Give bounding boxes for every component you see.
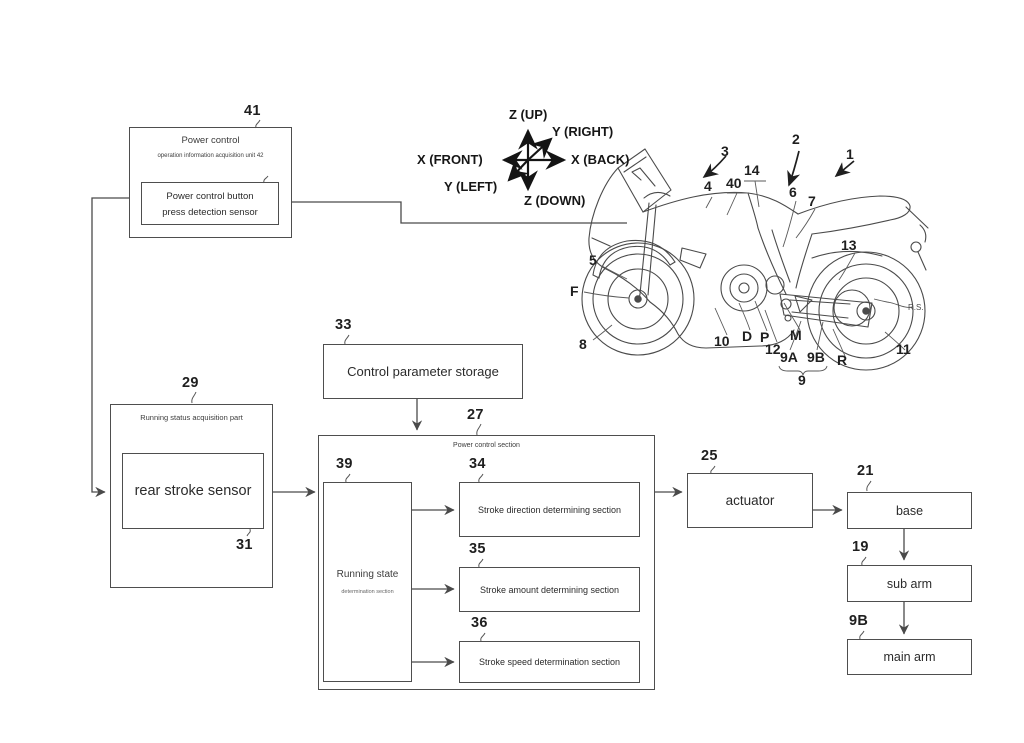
- running-status-title: Running status acquisition part: [111, 413, 272, 422]
- stroke-speed-label: Stroke speed determination section: [479, 657, 620, 667]
- stroke-direction-box: Stroke direction determining section: [459, 482, 640, 537]
- running-state-box: Running state determination section: [323, 482, 412, 682]
- part-label-10: 10: [714, 333, 730, 349]
- running-state-sublabel: determination section: [324, 589, 411, 595]
- part-label-F: F: [570, 283, 579, 299]
- part-label-13: 13: [841, 237, 857, 253]
- sub-arm-box: sub arm: [847, 565, 972, 602]
- rear-stroke-sensor-box: rear stroke sensor: [122, 453, 264, 529]
- ref-21: 21: [857, 463, 874, 479]
- axis-y-left: Y (LEFT): [444, 179, 497, 194]
- ref-9B: 9B: [849, 613, 868, 629]
- part-label-2: 2: [792, 131, 800, 147]
- part-label-11: 11: [896, 341, 911, 357]
- base-label: base: [896, 504, 923, 518]
- stroke-direction-label: Stroke direction determining section: [478, 505, 621, 515]
- ref-35: 35: [469, 541, 486, 557]
- ref-34: 34: [469, 456, 486, 472]
- actuator-box: actuator: [687, 473, 813, 528]
- running-state-label: Running state: [324, 569, 411, 580]
- ref-19: 19: [852, 539, 869, 555]
- part-label-8: 8: [579, 336, 587, 352]
- ref-27: 27: [467, 407, 484, 423]
- part-label-9: 9: [798, 372, 806, 388]
- axis-x-front: X (FRONT): [417, 152, 483, 167]
- ref-36: 36: [471, 615, 488, 631]
- power-control-title: Power control: [130, 135, 291, 146]
- stroke-amount-label: Stroke amount determining section: [480, 585, 619, 595]
- axis-z-down: Z (DOWN): [524, 193, 585, 208]
- axis-x-back: X (BACK): [571, 152, 630, 167]
- part-label-40: 40: [726, 175, 742, 191]
- running-status-box: Running status acquisition part rear str…: [110, 404, 273, 588]
- part-label-RS: R.S.: [908, 303, 924, 312]
- part-label-9B: 9B: [807, 349, 825, 365]
- ref-39: 39: [336, 456, 353, 472]
- main-arm-box: main arm: [847, 639, 972, 675]
- part-label-R: R: [837, 352, 847, 368]
- stroke-speed-box: Stroke speed determination section: [459, 641, 640, 683]
- part-label-7: 7: [808, 193, 816, 209]
- sub-arm-label: sub arm: [887, 577, 932, 591]
- ref-33: 33: [335, 317, 352, 333]
- button-sensor-line2: press detection sensor: [162, 206, 258, 219]
- actuator-label: actuator: [726, 493, 775, 508]
- control-parameter-storage-label: Control parameter storage: [347, 364, 499, 379]
- axis-z-up: Z (UP): [509, 107, 547, 122]
- axis-y-right: Y (RIGHT): [552, 124, 613, 139]
- ref-29: 29: [182, 375, 199, 391]
- ref-25: 25: [701, 448, 718, 464]
- button-press-sensor-box: Power control button press detection sen…: [141, 182, 279, 225]
- rear-stroke-sensor-label: rear stroke sensor: [135, 483, 252, 499]
- part-label-4: 4: [704, 178, 712, 194]
- base-box: base: [847, 492, 972, 529]
- part-label-12: 12: [765, 341, 781, 357]
- part-label-14: 14: [744, 162, 760, 178]
- stroke-amount-box: Stroke amount determining section: [459, 567, 640, 612]
- power-control-box: Power control operation information acqu…: [129, 127, 292, 238]
- part-label-6: 6: [789, 184, 797, 200]
- ref-41: 41: [244, 103, 261, 119]
- part-label-D: D: [742, 328, 752, 344]
- part-label-M: M: [790, 327, 802, 343]
- control-parameter-storage-box: Control parameter storage: [323, 344, 523, 399]
- axes-arrows: [504, 131, 564, 189]
- button-sensor-line1: Power control button: [166, 188, 253, 206]
- power-control-subtitle: operation information acquisition unit 4…: [130, 153, 291, 159]
- part-label-3: 3: [721, 143, 729, 159]
- power-control-section-title: Power control section: [319, 442, 654, 449]
- part-label-1: 1: [846, 146, 854, 162]
- ref-31: 31: [236, 537, 253, 553]
- part-label-5: 5: [589, 252, 597, 268]
- part-label-9A: 9A: [780, 349, 798, 365]
- main-arm-label: main arm: [883, 650, 935, 664]
